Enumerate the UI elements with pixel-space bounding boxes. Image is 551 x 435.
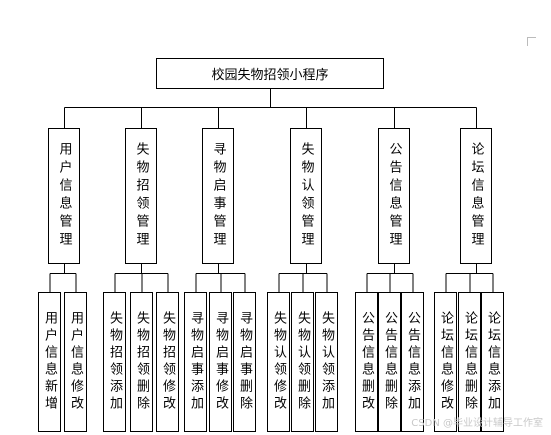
module-node: 论坛信息管理 (460, 128, 492, 264)
leaf-node: 论坛信息添加 (481, 292, 504, 432)
module-label: 失物招领管理 (133, 142, 149, 250)
module-label: 寻物启事管理 (210, 142, 226, 250)
module-node: 失物招领管理 (125, 128, 157, 264)
leaf-label: 公告信息删除 (382, 311, 397, 413)
module-node: 公告信息管理 (378, 128, 410, 264)
module-label: 论坛信息管理 (468, 142, 484, 250)
leaf-node: 公告信息删除 (378, 292, 401, 432)
leaf-node: 失物认领删除 (291, 292, 314, 432)
module-node: 寻物启事管理 (202, 128, 234, 264)
root-node: 校园失物招领小程序 (156, 58, 384, 89)
leaf-node: 论坛信息修改 (434, 292, 457, 432)
leaf-label: 用户信息新增 (42, 311, 57, 413)
leaf-node: 寻物启事修改 (209, 292, 232, 432)
leaf-label: 公告信息删改 (359, 311, 374, 413)
leaf-label: 失物招领删除 (134, 311, 149, 413)
leaf-node: 失物招领修改 (156, 292, 179, 432)
leaf-node: 寻物启事删除 (233, 292, 256, 432)
module-label: 失物认领管理 (298, 142, 314, 250)
leaf-label: 论坛信息添加 (485, 311, 500, 413)
leaf-node: 寻物启事添加 (184, 292, 207, 432)
module-node: 用户信息管理 (48, 128, 80, 264)
page-corner-mark (527, 37, 536, 46)
leaf-label: 寻物启事修改 (213, 311, 228, 413)
leaf-label: 失物认领添加 (319, 311, 334, 413)
leaf-node: 失物认领添加 (315, 292, 338, 432)
leaf-node: 失物招领添加 (103, 292, 126, 432)
leaf-label: 寻物启事添加 (188, 311, 203, 413)
leaf-node: 用户信息新增 (38, 292, 61, 432)
module-label: 用户信息管理 (56, 142, 72, 250)
leaf-label: 用户信息修改 (68, 311, 83, 413)
module-node: 失物认领管理 (290, 128, 322, 264)
leaf-node: 用户信息修改 (64, 292, 87, 432)
leaf-label: 失物认领删除 (295, 311, 310, 413)
leaf-label: 寻物启事删除 (237, 311, 252, 413)
module-label: 公告信息管理 (386, 142, 402, 250)
leaf-label: 失物招领修改 (160, 311, 175, 413)
leaf-label: 论坛信息修改 (438, 311, 453, 413)
leaf-label: 公告信息添加 (405, 311, 420, 413)
leaf-node: 论坛信息删除 (458, 292, 481, 432)
leaf-node: 失物招领删除 (130, 292, 153, 432)
root-label: 校园失物招领小程序 (211, 68, 329, 83)
leaf-label: 失物认领修改 (271, 311, 286, 413)
leaf-label: 论坛信息删除 (462, 311, 477, 413)
leaf-node: 失物认领修改 (267, 292, 290, 432)
leaf-node: 公告信息添加 (401, 292, 424, 432)
leaf-label: 失物招领添加 (107, 311, 122, 413)
leaf-node: 公告信息删改 (355, 292, 378, 432)
watermark: CSDN @毕业设计辅导工作室 (411, 418, 543, 429)
